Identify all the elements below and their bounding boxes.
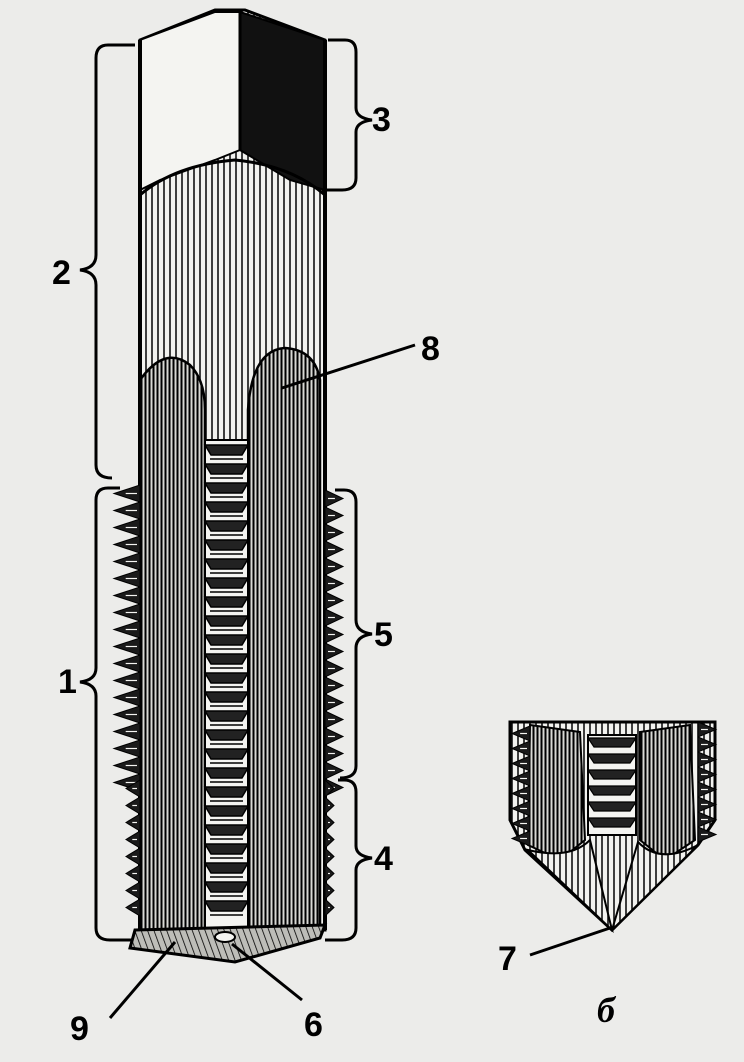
- chamfer-detail: [508, 720, 718, 934]
- leader-lines: [108, 343, 611, 1019]
- leader-8: [281, 343, 416, 390]
- label-9: 9: [70, 1010, 89, 1048]
- bracket-5: [335, 488, 373, 780]
- dimension-brackets: [79, 38, 373, 942]
- bracket-3: [322, 38, 373, 192]
- label-6: 6: [304, 1006, 323, 1044]
- square-transition-curve: [139, 158, 326, 197]
- label-5: 5: [374, 616, 393, 654]
- label-8: 8: [421, 330, 440, 368]
- chamfer-right-teeth: [697, 721, 718, 843]
- label-7: 7: [498, 940, 517, 978]
- bracket-4: [325, 778, 373, 942]
- label-3: 3: [372, 101, 391, 139]
- flute-left: [138, 356, 207, 932]
- label-2: 2: [52, 254, 71, 292]
- center-thread-column: [203, 439, 250, 931]
- leader-6: [231, 942, 303, 1002]
- flute-runouts: [138, 346, 322, 932]
- center-hole: [214, 931, 236, 943]
- left-thread-teeth: [112, 484, 141, 917]
- leader-7: [529, 926, 611, 957]
- bracket-2: [79, 43, 135, 480]
- square-head-light-face: [139, 11, 241, 192]
- chamfer-center-thread: [586, 734, 638, 836]
- leader-9: [108, 941, 177, 1019]
- flute-right: [246, 346, 322, 932]
- label-4: 4: [374, 840, 393, 878]
- caption-b: б: [597, 990, 615, 1030]
- tap-end-face: [128, 923, 328, 964]
- bracket-1: [79, 486, 132, 942]
- label-1: 1: [58, 663, 77, 701]
- right-thread-teeth: [324, 489, 345, 918]
- chamfer-left-teeth: [510, 725, 531, 847]
